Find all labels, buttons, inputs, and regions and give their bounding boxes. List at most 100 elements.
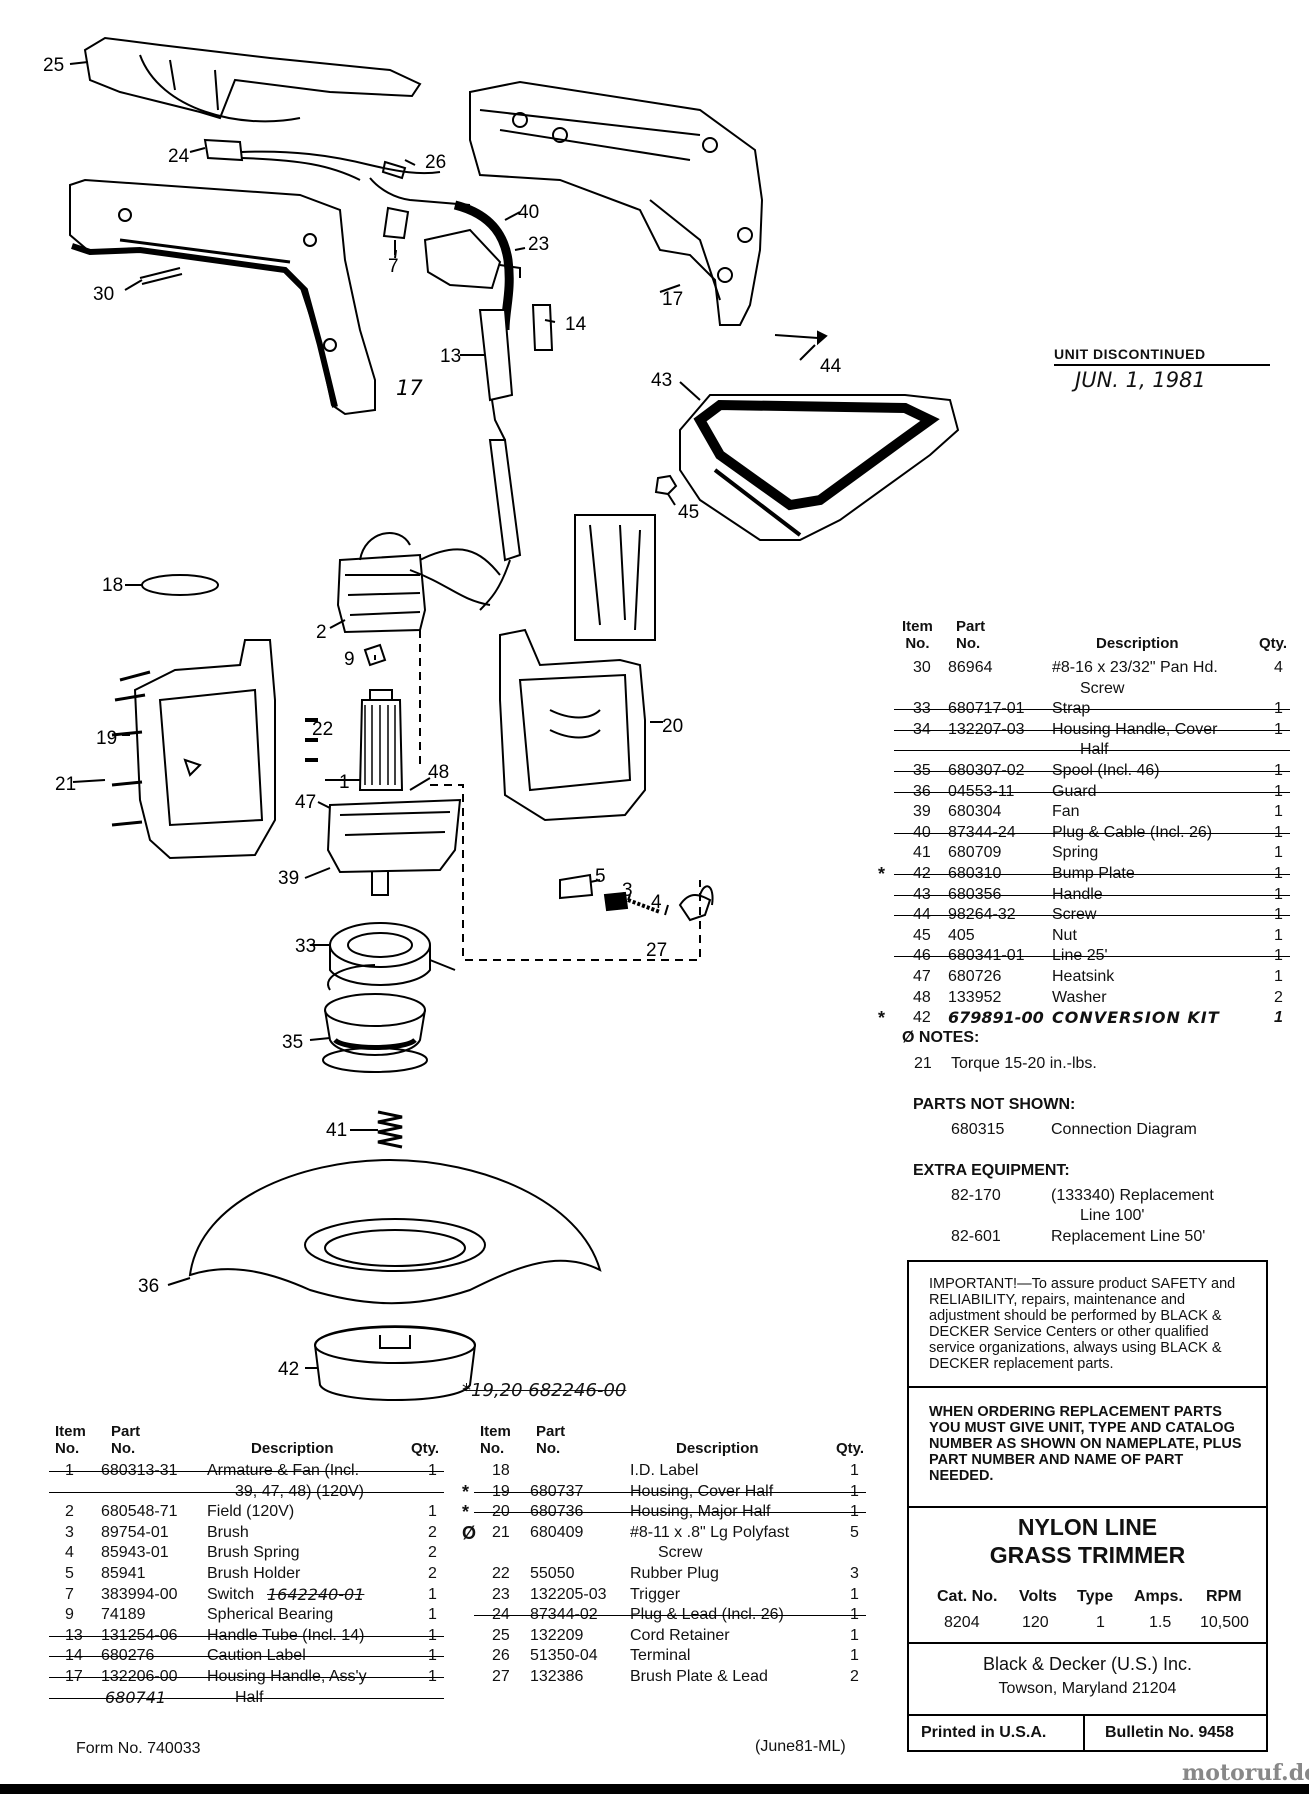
row-qty: 1 (1274, 1009, 1283, 1027)
spec-value-amps: 1.5 (1149, 1614, 1172, 1631)
callout-23: 23 (528, 234, 549, 255)
row-description: Fan (1052, 803, 1080, 821)
fan-drawing (326, 798, 462, 874)
row-item-no: 7 (65, 1585, 74, 1603)
row-item-no: 27 (492, 1668, 510, 1685)
row-item-no: 21 (492, 1523, 510, 1541)
spec-value-rpm: 10,500 (1200, 1614, 1249, 1631)
callout-41: 41 (326, 1120, 347, 1141)
callout-17-left: 17 (396, 376, 423, 400)
row-item-no: 35 (913, 762, 931, 779)
callout-21: 21 (55, 774, 76, 795)
row-item-no: 33 (913, 700, 931, 718)
row-item-no: 42 (913, 865, 931, 882)
table-row-continuation: 680741 Half (49, 1687, 448, 1708)
info-box: IMPORTANT!—To assure product SAFETY and … (907, 1260, 1268, 1752)
strikethrough-line (894, 729, 1290, 731)
spec-value-cat: 8204 (944, 1614, 980, 1631)
row-part-no: 680304 (948, 803, 1002, 821)
row-item-no: 36 (913, 782, 931, 800)
callout-19: 19 (96, 728, 117, 749)
row-description: CONVERSION KIT (1052, 1008, 1220, 1028)
callout-43: 43 (651, 370, 672, 391)
row-part-no: 679891-00 (948, 1008, 1044, 1028)
callout-24: 24 (168, 146, 190, 167)
important-notice: IMPORTANT!—To assure product SAFETY and … (929, 1276, 1236, 1372)
callout-18: 18 (102, 575, 123, 596)
bulletin-number: Bulletin No. 9458 (1105, 1724, 1234, 1741)
row-part-no: 680276 (101, 1647, 155, 1665)
strikethrough-line (894, 874, 1290, 875)
callout-5: 5 (595, 866, 606, 887)
row-qty: 1 (1274, 762, 1283, 779)
table-row-continuation: Screw (480, 1543, 870, 1563)
row-description: Switch (207, 1585, 255, 1603)
callout-2: 2 (316, 622, 327, 643)
row-item-no: 45 (913, 926, 931, 944)
callout-26: 26 (425, 152, 446, 173)
row-qty: 1 (1274, 782, 1283, 800)
row-qty: 4 (1274, 659, 1283, 676)
row-item-no: 26 (492, 1647, 510, 1665)
row-part-no: 132386 (530, 1668, 584, 1685)
strikethrough-line (49, 1635, 444, 1637)
stamp-title: UNIT DISCONTINUED (1054, 346, 1270, 366)
callout-47: 47 (295, 792, 316, 813)
row-item-no: 25 (492, 1626, 510, 1644)
row-description: #8-16 x 23/32" Pan Hd. (1052, 659, 1218, 676)
row-part-no: 132209 (530, 1626, 584, 1644)
row-item-no: 13 (65, 1626, 83, 1644)
strikethrough-line (49, 1656, 444, 1658)
row-description: Caution Label (207, 1647, 306, 1665)
row-part-no: 680310 (948, 865, 1002, 882)
row-qty: 1 (850, 1606, 859, 1624)
row-description: Rubber Plug (630, 1565, 719, 1582)
callout-48: 48 (428, 762, 449, 783)
strikethrough-line (474, 1615, 866, 1617)
product-name-line1: NYLON LINE (1017, 1514, 1158, 1540)
row-description: Line 25' (1052, 947, 1108, 965)
form-number: Form No. 740033 (76, 1740, 201, 1757)
ordering-notice: WHEN ORDERING REPLACEMENT PARTS YOU MUST… (929, 1404, 1242, 1484)
callout-33: 33 (295, 936, 316, 957)
row-part-no: 55050 (530, 1565, 575, 1582)
row-description: Brush (207, 1523, 249, 1541)
row-part-no: 89754-01 (101, 1523, 169, 1541)
row-qty: 1 (1274, 865, 1283, 882)
callout-4: 4 (651, 892, 662, 913)
row-description: Heatsink (1052, 968, 1115, 985)
parts-not-shown-heading: PARTS NOT SHOWN: (913, 1096, 1076, 1113)
extra-1-cont: Line 100' (1080, 1207, 1145, 1224)
row-item-no: 41 (913, 844, 931, 862)
strikethrough-line (474, 1512, 866, 1514)
row-description: Nut (1052, 926, 1077, 944)
row-qty: 1 (850, 1626, 859, 1644)
row-description: Washer (1052, 988, 1107, 1006)
row-item-no: 34 (913, 720, 931, 738)
row-description: Brush Holder (207, 1565, 301, 1582)
row-part-no: 680737 (530, 1482, 584, 1500)
row-qty: 1 (428, 1668, 437, 1685)
row-part-no-alt: 680741 (105, 1687, 167, 1707)
spec-header-rpm: RPM (1206, 1588, 1242, 1605)
row-description-cont: Half (235, 1688, 264, 1706)
row-part-no: 680409 (530, 1523, 584, 1541)
parts-not-shown-text: Connection Diagram (1051, 1121, 1197, 1138)
row-item-no: 47 (913, 968, 931, 985)
id-label-drawing (141, 574, 219, 596)
row-description: Spherical Bearing (207, 1606, 334, 1624)
row-part-no: 680356 (948, 885, 1002, 903)
